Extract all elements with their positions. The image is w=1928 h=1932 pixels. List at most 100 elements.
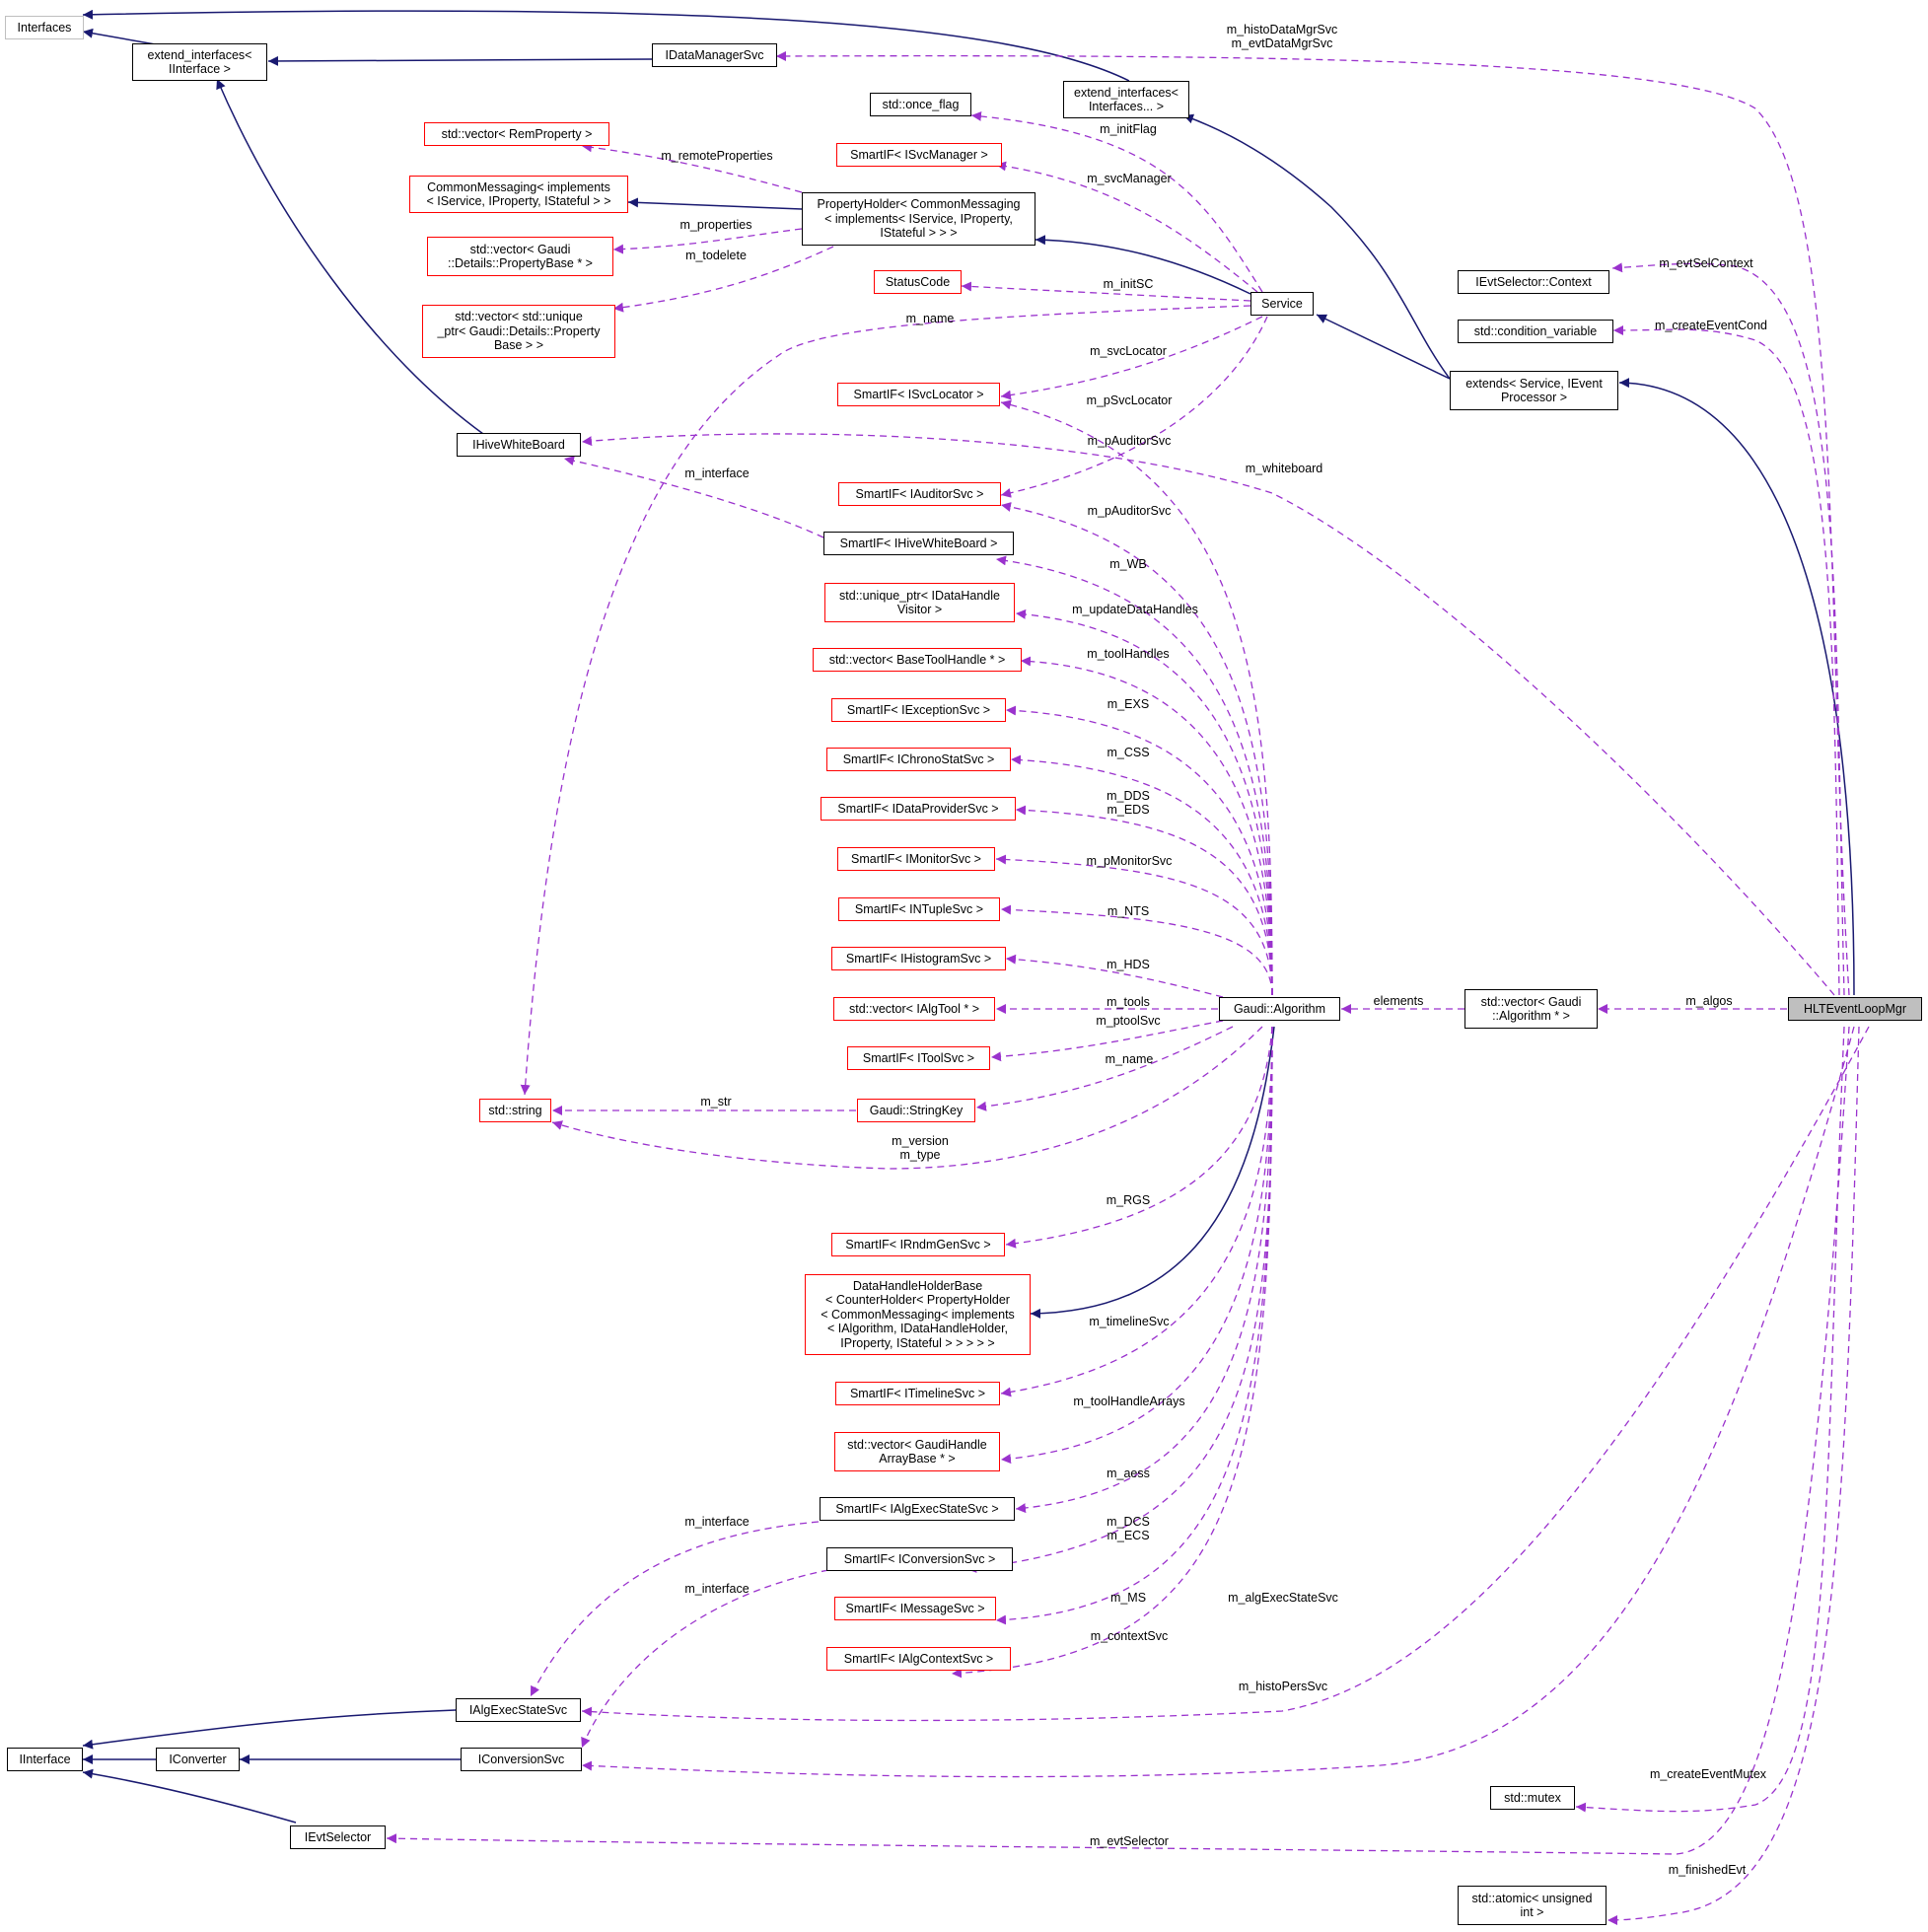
- class-node-vector-basetoolhandle[interactable]: std::vector< BaseToolHandle * >: [813, 648, 1022, 672]
- class-node-ihivewhiteboard[interactable]: IHiveWhiteBoard: [457, 433, 581, 457]
- class-node-ievtselector-context[interactable]: IEvtSelector::Context: [1458, 270, 1609, 294]
- usage-propertyholder-vecprop: [612, 228, 803, 254]
- class-node-vector-ialgtool[interactable]: std::vector< IAlgTool * >: [833, 997, 995, 1021]
- usage-gaudialg-basetoolhandle: [1020, 656, 1273, 996]
- class-node-extend-interfaces-variadic[interactable]: extend_interfaces< Interfaces... >: [1063, 81, 1189, 118]
- edge-label-contextsvc: m_contextSvc: [1090, 1629, 1169, 1643]
- class-node-smartif-imonitorsvc[interactable]: SmartIF< IMonitorSvc >: [837, 847, 995, 871]
- class-node-iinterface[interactable]: IInterface: [7, 1748, 83, 1771]
- class-node-smartif-ihivewhiteboard[interactable]: SmartIF< IHiveWhiteBoard >: [823, 532, 1014, 555]
- usage-hlt-ialgexec: [581, 1026, 1870, 1722]
- edge-label-timelinesvc: m_timelineSvc: [1089, 1315, 1170, 1328]
- edge-label-version-type: m_version m_type: [892, 1134, 949, 1162]
- class-node-smartif-iexceptionsvc[interactable]: SmartIF< IExceptionSvc >: [831, 698, 1006, 722]
- class-node-hlteventloopmgr[interactable]: HLTEventLoopMgr: [1788, 997, 1922, 1021]
- class-node-vector-propertybase[interactable]: std::vector< Gaudi ::Details::PropertyBa…: [427, 237, 613, 276]
- usage-gaudialg-contextsvc: [951, 1026, 1273, 1679]
- class-node-smartif-itoolsvc[interactable]: SmartIF< IToolSvc >: [847, 1046, 990, 1070]
- class-node-gaudi-stringkey[interactable]: Gaudi::StringKey: [857, 1099, 975, 1122]
- class-node-propertyholder[interactable]: PropertyHolder< CommonMessaging < implem…: [802, 192, 1035, 246]
- class-node-smartif-isvcmanager[interactable]: SmartIF< ISvcManager >: [836, 143, 1002, 167]
- edge-label-updatedatahandles: m_updateDataHandles: [1072, 603, 1198, 616]
- class-node-iconverter[interactable]: IConverter: [156, 1748, 240, 1771]
- class-node-smartif-itimelinesvc[interactable]: SmartIF< ITimelineSvc >: [835, 1382, 1000, 1405]
- class-node-smartif-idataprovidersvc[interactable]: SmartIF< IDataProviderSvc >: [821, 797, 1016, 821]
- edge-label-svclocator: m_svcLocator: [1090, 344, 1167, 358]
- usage-gaudialg-chronostatsvc: [1010, 754, 1273, 996]
- class-node-idatamanagersvc[interactable]: IDataManagerSvc: [652, 43, 777, 67]
- usage-hlt-ievtselector: [386, 1026, 1850, 1855]
- edge-label-algexecstatesvc: m_algExecStateSvc: [1228, 1591, 1338, 1605]
- usage-gaudialg-monitorsvc: [995, 854, 1273, 996]
- class-node-unique-ptr-visitor[interactable]: std::unique_ptr< IDataHandle Visitor >: [824, 583, 1015, 622]
- edge-label-svcmanager: m_svcManager: [1087, 172, 1172, 185]
- edge-label-tools: m_tools: [1107, 995, 1150, 1009]
- edge-label-rgs: m_RGS: [1106, 1193, 1151, 1207]
- class-node-vector-remproperty[interactable]: std::vector< RemProperty >: [424, 122, 609, 146]
- class-node-interfaces[interactable]: Interfaces: [5, 16, 84, 39]
- class-node-std-string[interactable]: std::string: [479, 1099, 551, 1122]
- edge-label-psvclocator: m_pSvcLocator: [1086, 394, 1173, 407]
- class-node-std-mutex[interactable]: std::mutex: [1490, 1786, 1575, 1810]
- class-node-ialgexecstatesvc[interactable]: IAlgExecStateSvc: [456, 1698, 581, 1722]
- edge-label-remoteproperties: m_remoteProperties: [661, 149, 773, 163]
- usage-hlt-atomic: [1607, 1026, 1860, 1925]
- class-node-once-flag[interactable]: std::once_flag: [870, 93, 971, 116]
- class-node-vector-unique-ptr[interactable]: std::vector< std::unique _ptr< Gaudi::De…: [422, 305, 615, 358]
- edge-label-todelete: m_todelete: [685, 249, 747, 262]
- edge-label-properties: m_properties: [679, 218, 752, 232]
- class-node-commonmessaging[interactable]: CommonMessaging< implements < IService, …: [409, 176, 628, 213]
- class-node-smartif-imessagesvc[interactable]: SmartIF< IMessageSvc >: [834, 1597, 996, 1620]
- class-node-smartif-irndmgensvc[interactable]: SmartIF< IRndmGenSvc >: [831, 1233, 1005, 1256]
- usage-hlt-conditionvariable: [1612, 324, 1840, 996]
- class-node-smartif-ialgexecstatesvc[interactable]: SmartIF< IAlgExecStateSvc >: [820, 1497, 1015, 1521]
- usage-hlt-hivewhiteboard: [581, 433, 1835, 996]
- usage-propertyholder-remprop: [581, 142, 803, 193]
- edge-label-createeventmutex: m_createEventMutex: [1649, 1767, 1767, 1781]
- class-node-extend-interfaces-iinterface[interactable]: extend_interfaces< IInterface >: [132, 43, 267, 81]
- class-node-condition-variable[interactable]: std::condition_variable: [1458, 320, 1613, 343]
- usage-smartifhive-hivewhiteboard: [563, 456, 824, 538]
- usage-gaudialg-svclocator: [1000, 399, 1273, 996]
- class-node-extends-service[interactable]: extends< Service, IEvent Processor >: [1450, 371, 1618, 410]
- inherit-propertyholder-commonmessaging: [627, 197, 803, 210]
- usage-smartifaess-ialgexec: [530, 1521, 820, 1697]
- usage-hlt-iconvsvc: [581, 1026, 1855, 1778]
- class-node-smartif-ialgcontextsvc[interactable]: SmartIF< IAlgContextSvc >: [826, 1647, 1011, 1671]
- usage-gaudialg-smartifconv: [965, 1026, 1273, 1573]
- class-node-gaudi-algorithm[interactable]: Gaudi::Algorithm: [1219, 997, 1340, 1021]
- usage-hlt-mutex: [1575, 1026, 1845, 1813]
- usage-gaudialg-uniqueptr: [1015, 608, 1273, 996]
- usage-gaudialg-smartifaess: [1015, 1026, 1273, 1514]
- usage-gaudialg-rndmgensvc: [1005, 1026, 1273, 1249]
- usage-gaudialg-stdstring: [551, 1026, 1263, 1170]
- edge-label-initsc: m_initSC: [1103, 277, 1154, 291]
- edge-label-histo-evt-datamgrsvc: m_histoDataMgrSvc m_evtDataMgrSvc: [1226, 23, 1338, 50]
- class-node-smartif-iauditorsvc[interactable]: SmartIF< IAuditorSvc >: [838, 482, 1001, 506]
- usage-service-onceflag: [970, 110, 1263, 293]
- class-node-smartif-ihistogramsvc[interactable]: SmartIF< IHistogramSvc >: [831, 947, 1006, 970]
- class-node-smartif-isvclocator[interactable]: SmartIF< ISvcLocator >: [837, 383, 1000, 406]
- usage-gaudialg-auditorsvc: [1000, 502, 1273, 996]
- class-node-datahandleholderbase[interactable]: DataHandleHolderBase < CounterHolder< Pr…: [805, 1274, 1031, 1355]
- edge-label-str: m_str: [700, 1095, 732, 1109]
- edge-label-name-alg: m_name: [1105, 1052, 1154, 1066]
- class-node-smartif-ichronostatsvc[interactable]: SmartIF< IChronoStatSvc >: [826, 748, 1011, 771]
- class-node-atomic-unsigned-int[interactable]: std::atomic< unsigned int >: [1458, 1886, 1607, 1925]
- class-node-service[interactable]: Service: [1250, 292, 1314, 316]
- inherit-gaudialg-datahandleholder: [1030, 1026, 1275, 1319]
- class-node-vector-gaudihandlearraybase[interactable]: std::vector< GaudiHandle ArrayBase * >: [834, 1432, 1000, 1471]
- edge-label-pmonitorsvc: m_pMonitorSvc: [1086, 854, 1173, 868]
- class-node-ievtselector[interactable]: IEvtSelector: [290, 1825, 386, 1849]
- class-node-smartif-intuplesvc[interactable]: SmartIF< INTupleSvc >: [838, 897, 1000, 921]
- class-node-statuscode[interactable]: StatusCode: [874, 270, 962, 294]
- class-node-iconversionsvc[interactable]: IConversionSvc: [461, 1748, 582, 1771]
- edge-label-algos: m_algos: [1685, 994, 1733, 1008]
- inherit-idatamgr-extendif: [267, 55, 653, 66]
- usage-propertyholder-todelete: [612, 246, 834, 313]
- usage-service-svcmanager: [995, 161, 1258, 293]
- usage-gaudialg-toolsvc: [990, 1020, 1224, 1062]
- class-node-smartif-iconversionsvc[interactable]: SmartIF< IConversionSvc >: [826, 1547, 1013, 1571]
- class-node-vector-gaudi-algorithm[interactable]: std::vector< Gaudi ::Algorithm * >: [1464, 989, 1598, 1029]
